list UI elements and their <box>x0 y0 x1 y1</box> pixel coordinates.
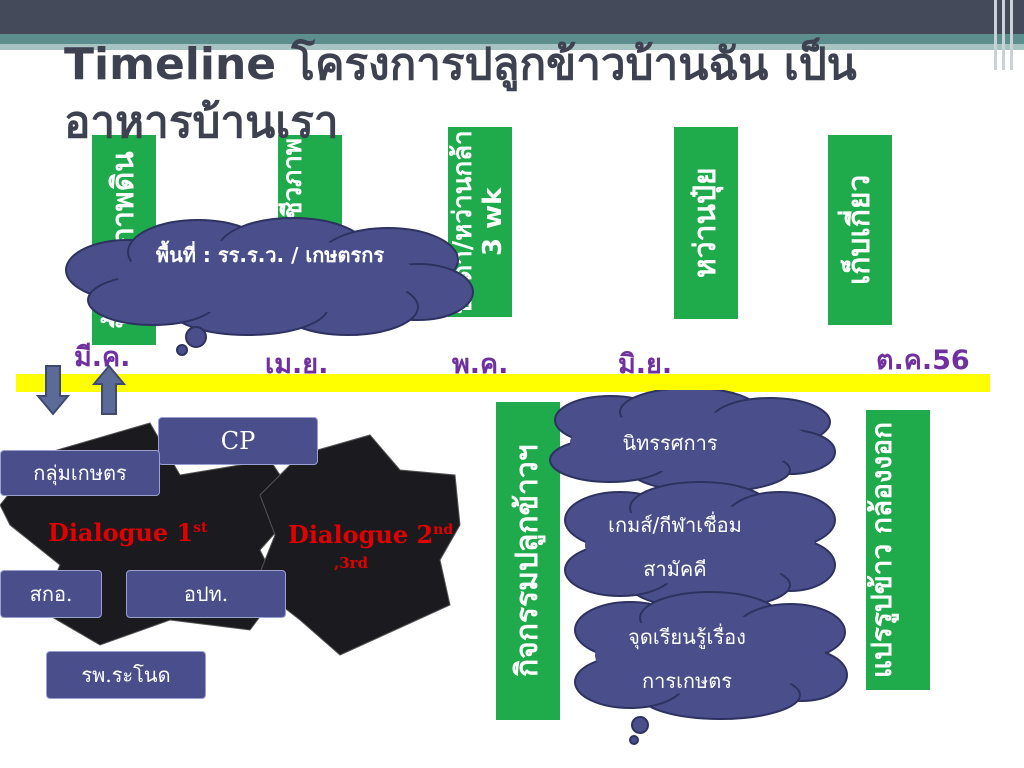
top-box-fertilizer: หว่านปุ๋ย <box>674 127 738 319</box>
processing-label: แปรรูปข้าว กล้องงอก <box>866 421 898 679</box>
header-teal-bar <box>0 34 1024 44</box>
arrow-icons <box>35 364 127 416</box>
month-label-mar: มี.ค. <box>74 342 131 373</box>
header-stripe <box>1010 0 1013 70</box>
stakeholder-cp: CP <box>158 417 318 465</box>
header-stripe <box>1002 0 1005 70</box>
activities-box: กิจกรรมปลูกข้าวฯ <box>496 402 560 720</box>
timeline-bar <box>16 374 990 392</box>
arrow-up-icon <box>91 364 127 415</box>
cloud-games <box>564 481 836 610</box>
page-title: Timeline โครงการปลูกข้าวบ้านฉัน เป็นอาหา… <box>64 39 857 148</box>
arrow-down-icon <box>35 365 71 416</box>
dialogue-1-label: Dialogue 1st <box>48 518 208 547</box>
dialogue-2-sub: ,3rd <box>334 554 369 572</box>
stakeholder-opt: อปท. <box>126 570 286 618</box>
dialogue-2-label: Dialogue 2nd <box>288 520 454 549</box>
top-box-label: หว่านปุ๋ย <box>688 167 723 279</box>
cloud-learning <box>574 591 848 745</box>
cloud-learning-text: จุดเรียนรู้เรื่อง การเกษตร <box>628 625 746 693</box>
month-label-oct: ต.ค.56 <box>876 345 970 376</box>
stakeholder-sko: สกอ. <box>0 570 102 618</box>
header-stripe <box>994 0 997 70</box>
header-dark-bar <box>0 0 1024 34</box>
blob-dialogue-2 <box>254 434 461 656</box>
callout-area-text: พื้นที่ : รร.ร.ว. / เกษตรกร <box>155 243 385 267</box>
header-light-bar <box>0 44 1024 50</box>
processing-box: แปรรูปข้าว กล้องงอก <box>866 410 930 690</box>
cloud-exhibition <box>549 390 836 493</box>
stakeholder-hospital: รพ.ระโนด <box>46 651 206 699</box>
activity-clouds <box>549 390 848 745</box>
top-box-label: เก็บเกี่ยว <box>842 174 877 286</box>
top-box-harvest: เก็บเกี่ยว <box>828 135 892 325</box>
callout-cloud-area <box>65 217 474 356</box>
cloud-exhibition-text: นิทรรศการ <box>622 431 718 455</box>
stakeholder-farmer-group: กลุ่มเกษตร <box>0 450 160 496</box>
cloud-games-text: เกมส์/กีฬาเชื่อม สามัคคี <box>608 513 742 581</box>
